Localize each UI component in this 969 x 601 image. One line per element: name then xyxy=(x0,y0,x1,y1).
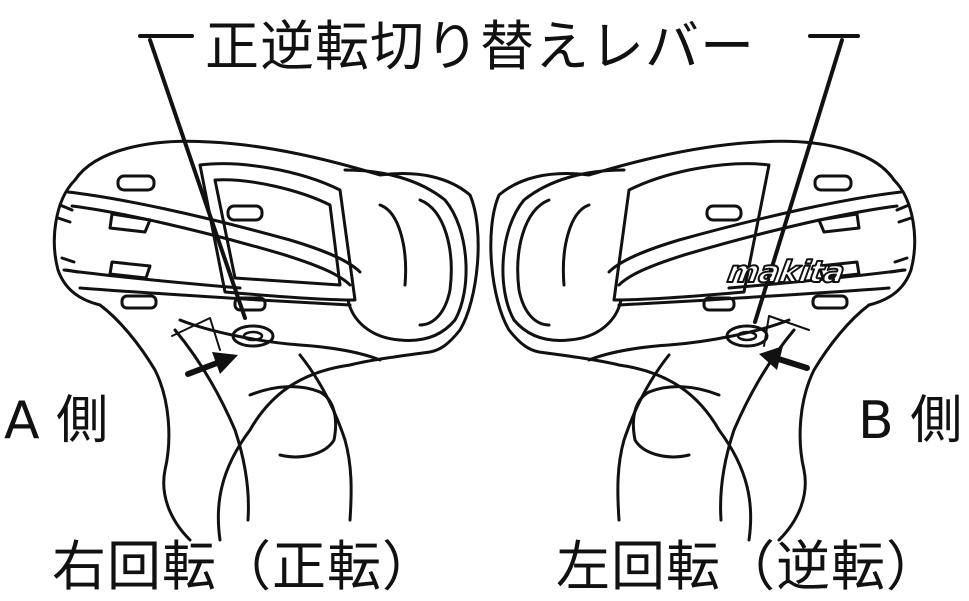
lever-title: 正逆転切り替えレバー xyxy=(205,15,755,78)
side-b-label: B 側 xyxy=(858,391,963,451)
makita-logo: makita xyxy=(724,254,848,291)
svg-text:makita: makita xyxy=(725,255,847,290)
title-leader-lines xyxy=(138,34,860,324)
clockwise-caption: 右回転（正転） xyxy=(52,535,437,598)
left-drill-body xyxy=(52,139,480,542)
side-a-label: A 側 xyxy=(4,391,109,451)
counterclockwise-caption: 左回転（逆転） xyxy=(556,535,941,598)
right-drill-body xyxy=(489,139,917,542)
